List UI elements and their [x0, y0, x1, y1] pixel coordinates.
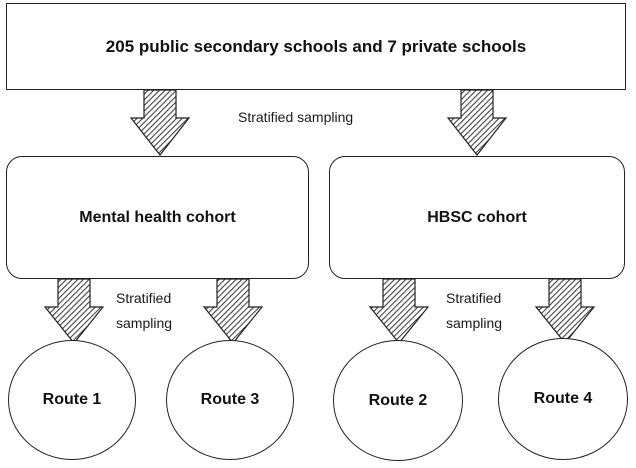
- route-1-node: Route 1: [8, 340, 136, 460]
- route-2-node: Route 2: [333, 340, 463, 461]
- schools-box-text: 205 public secondary schools and 7 priva…: [105, 36, 527, 56]
- left-sampling-label-line2: sampling: [116, 315, 173, 331]
- schools-box: 205 public secondary schools and 7 priva…: [6, 3, 626, 90]
- mental-health-cohort-label: Mental health cohort: [79, 208, 236, 226]
- arrow-down-icon: [534, 278, 596, 344]
- hbsc-cohort-box: HBSC cohort: [329, 156, 625, 279]
- route-4-label: Route 4: [533, 390, 593, 407]
- route-2-label: Route 2: [368, 391, 428, 409]
- route-3-label: Route 3: [200, 391, 260, 408]
- route-4-node: Route 4: [498, 338, 628, 460]
- route-3-node: Route 3: [166, 340, 294, 460]
- arrow-down-icon: [43, 278, 105, 344]
- mental-health-cohort-box: Mental health cohort: [6, 156, 309, 279]
- hbsc-cohort-label: HBSC cohort: [427, 208, 527, 226]
- arrow-down-icon: [446, 89, 508, 156]
- route-1-label: Route 1: [42, 391, 102, 408]
- arrow-down-icon: [202, 278, 264, 344]
- top-sampling-label: Stratified sampling: [238, 109, 354, 125]
- right-sampling-label-line2: sampling: [446, 315, 503, 331]
- left-sampling-label-line1: Stratified: [116, 290, 172, 306]
- right-sampling-label-line1: Stratified: [446, 290, 502, 306]
- arrow-down-icon: [129, 89, 191, 156]
- arrow-down-icon: [368, 278, 430, 344]
